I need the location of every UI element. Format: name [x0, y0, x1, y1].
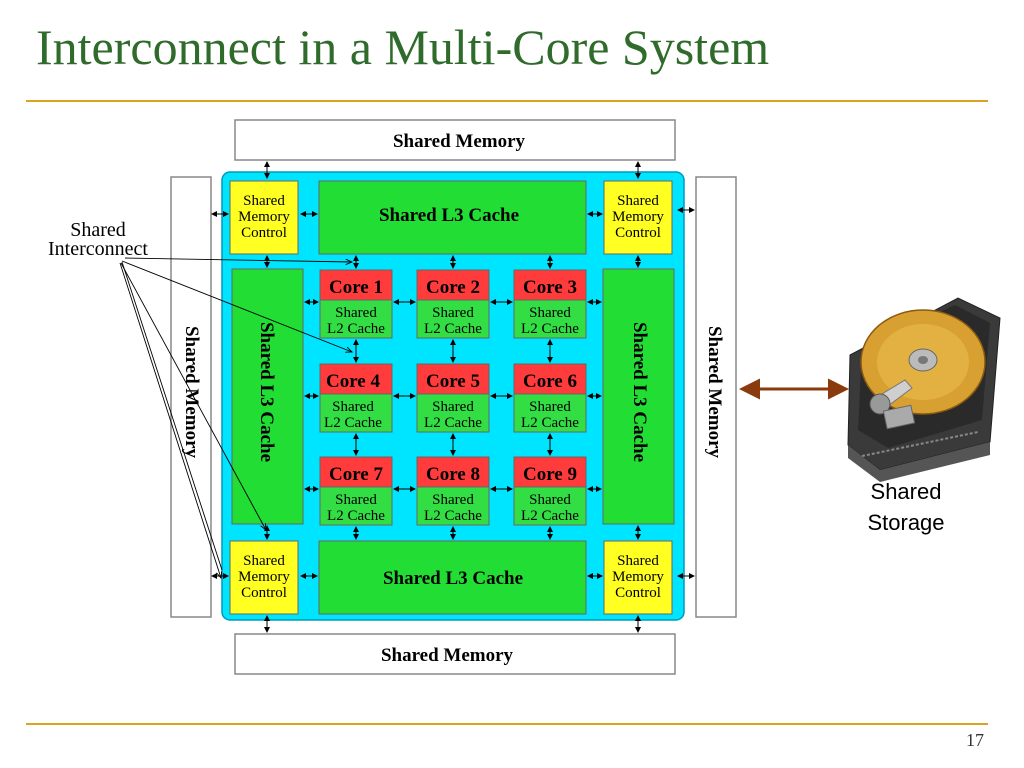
svg-text:L2 Cache: L2 Cache — [424, 508, 482, 524]
svg-text:Control: Control — [241, 225, 287, 241]
shared-l3-right — [602, 268, 675, 525]
core-4: Core 4 Shared L2 Cache — [319, 363, 393, 433]
svg-text:Shared: Shared — [243, 193, 285, 209]
svg-text:L2 Cache: L2 Cache — [324, 415, 382, 431]
svg-text:L2 Cache: L2 Cache — [424, 321, 482, 337]
memory-control-top-right: Shared Memory Control — [603, 180, 673, 255]
svg-text:Shared: Shared — [432, 399, 474, 415]
interconnect-pointers — [119, 257, 352, 578]
svg-text:Shared: Shared — [243, 553, 285, 569]
shared-interconnect-label: Shared Interconnect — [48, 219, 148, 260]
shared-l3-left-label: Shared L3 Cache — [256, 322, 277, 462]
svg-text:Core 2: Core 2 — [426, 277, 480, 298]
shared-l3-top-label: Shared L3 Cache — [379, 205, 519, 226]
footer-divider — [26, 723, 988, 725]
svg-text:L2 Cache: L2 Cache — [424, 415, 482, 431]
svg-text:Control: Control — [241, 585, 287, 601]
shared-memory-top — [234, 119, 676, 161]
svg-text:Core 3: Core 3 — [523, 277, 577, 298]
shared-l3-left — [231, 268, 304, 525]
svg-text:Core 7: Core 7 — [329, 464, 383, 485]
core-3: Core 3 Shared L2 Cache — [513, 269, 587, 339]
svg-text:L2 Cache: L2 Cache — [521, 508, 579, 524]
page-number: 17 — [966, 730, 984, 750]
shared-l3-bottom — [318, 540, 587, 615]
shared-storage-label: Shared Storage — [867, 479, 945, 535]
memory-control-top-left: Shared Memory Control — [229, 180, 299, 255]
memory-control-bottom-right: Shared Memory Control — [603, 540, 673, 615]
shared-memory-bottom-label: Shared Memory — [381, 645, 514, 666]
svg-text:Control: Control — [615, 225, 661, 241]
svg-text:L2 Cache: L2 Cache — [327, 321, 385, 337]
shared-memory-right — [695, 176, 737, 618]
title-divider — [26, 100, 988, 102]
shared-memory-left — [170, 176, 212, 618]
svg-text:Memory: Memory — [238, 209, 290, 225]
shared-l3-top — [318, 180, 587, 255]
svg-text:Shared: Shared — [617, 193, 659, 209]
svg-text:Core 5: Core 5 — [426, 371, 480, 392]
svg-text:Memory: Memory — [238, 569, 290, 585]
svg-text:Shared: Shared — [617, 553, 659, 569]
svg-text:Memory: Memory — [612, 209, 664, 225]
core-8: Core 8 Shared L2 Cache — [416, 456, 490, 526]
svg-text:Shared: Shared — [529, 399, 571, 415]
core-2: Core 2 Shared L2 Cache — [416, 269, 490, 339]
svg-text:Shared: Shared — [332, 399, 374, 415]
shared-l3-right-label: Shared L3 Cache — [629, 322, 650, 462]
svg-text:Shared: Shared — [529, 305, 571, 321]
core-5: Core 5 Shared L2 Cache — [416, 363, 490, 433]
svg-text:L2 Cache: L2 Cache — [327, 508, 385, 524]
svg-text:Core 4: Core 4 — [326, 371, 380, 392]
svg-text:L2 Cache: L2 Cache — [521, 415, 579, 431]
svg-text:Shared: Shared — [529, 492, 571, 508]
core-1: Core 1 Shared L2 Cache — [319, 269, 393, 339]
shared-memory-right-label: Shared Memory — [704, 326, 725, 459]
svg-text:Core 6: Core 6 — [523, 371, 577, 392]
svg-text:Control: Control — [615, 585, 661, 601]
svg-text:Shared: Shared — [335, 305, 377, 321]
svg-text:Shared: Shared — [335, 492, 377, 508]
svg-text:Core 9: Core 9 — [523, 464, 577, 485]
svg-text:L2 Cache: L2 Cache — [521, 321, 579, 337]
slide-title: Interconnect in a Multi-Core System — [36, 19, 770, 75]
shared-memory-top-label: Shared Memory — [393, 131, 526, 152]
core-6: Core 6 Shared L2 Cache — [513, 363, 587, 433]
memory-control-bottom-left: Shared Memory Control — [229, 540, 299, 615]
shared-memory-bottom — [234, 633, 676, 675]
core-7: Core 7 Shared L2 Cache — [319, 456, 393, 526]
svg-text:Shared: Shared — [432, 492, 474, 508]
svg-text:Shared: Shared — [432, 305, 474, 321]
shared-l3-bottom-label: Shared L3 Cache — [383, 568, 523, 589]
hard-drive-icon — [847, 297, 1001, 482]
svg-text:Memory: Memory — [612, 569, 664, 585]
svg-text:Core 1: Core 1 — [329, 277, 383, 298]
svg-text:Core 8: Core 8 — [426, 464, 480, 485]
core-9: Core 9 Shared L2 Cache — [513, 456, 587, 526]
